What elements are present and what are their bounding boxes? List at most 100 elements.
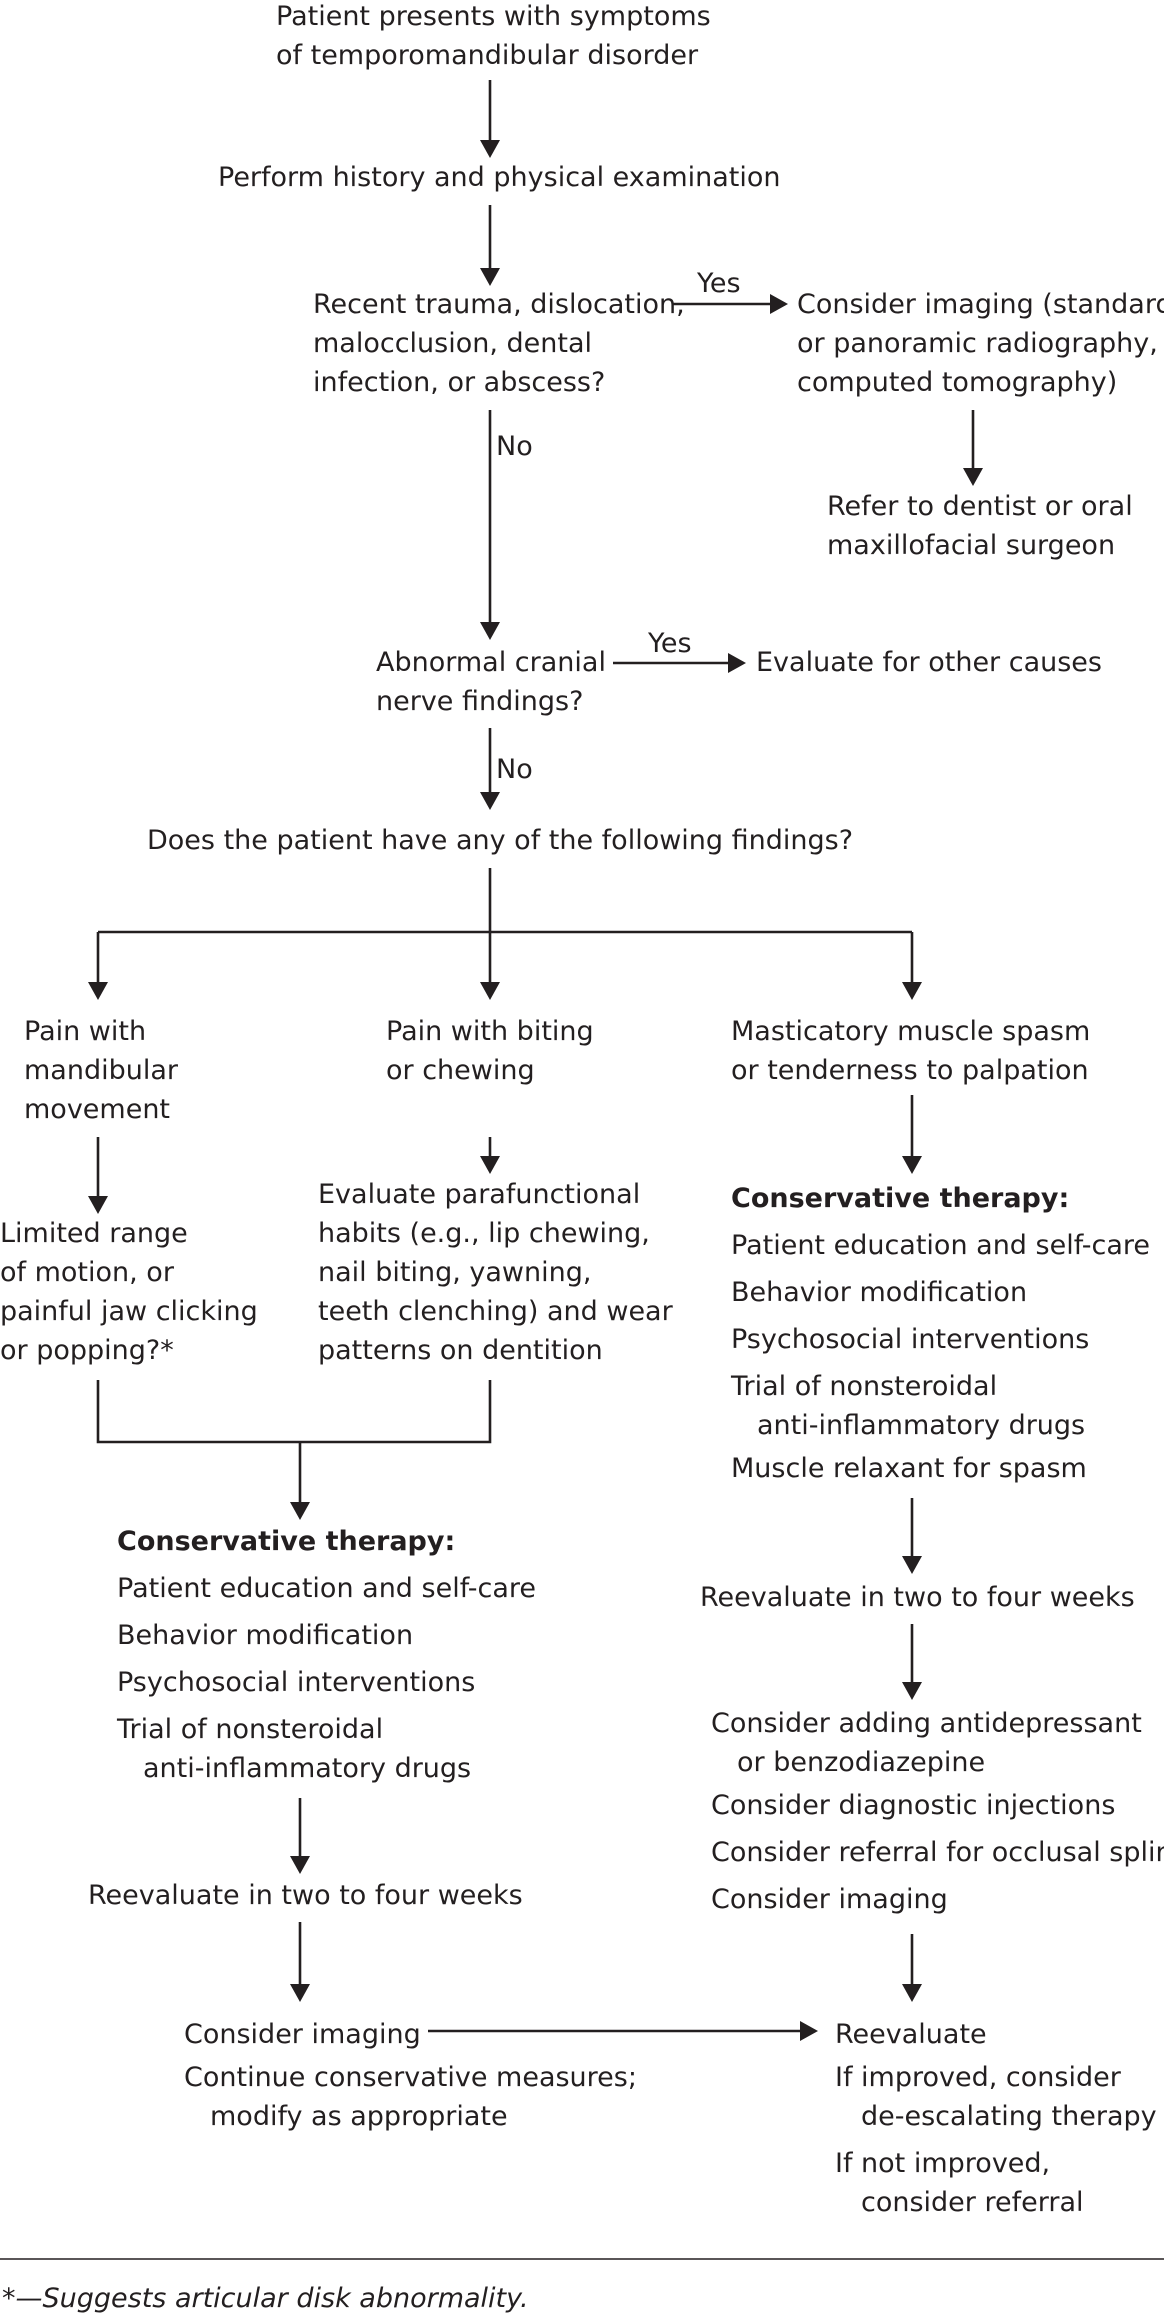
reevaluate-final-item-3a: If not improved, [835,2148,1051,2179]
consider-adding-item-1b: or benzodiazepine [737,1747,986,1778]
conservative-left-heading: Conservative therapy: [117,1526,456,1557]
arrowhead [902,1682,922,1700]
trauma-line-3: infection, or abscess? [313,367,606,398]
history-node: Perform history and physical examination [218,162,781,193]
refer-line-1: Refer to dentist or oral [827,491,1133,522]
limited-line-4: or popping?* [0,1335,174,1366]
reevaluate-final-item-2a: If improved, consider [835,2062,1121,2093]
arrowhead [728,653,746,673]
limited-range-node: Limited range of motion, or painful jaw … [0,1214,258,1370]
arrowhead [902,982,922,1000]
connector-merge [96,1380,492,1444]
reevaluate-final-item-2b: de-escalating therapy [861,2101,1157,2132]
conservative-right-heading: Conservative therapy: [731,1183,1070,1214]
conservative-left-item-1: Patient education and self-care [117,1573,536,1604]
conservative-left-node: Conservative therapy: Patient education … [117,1518,536,1788]
branch-middle-node: Pain with biting or chewing [386,1012,594,1090]
arrowhead [480,140,500,158]
imaging-line-3: computed tomography) [797,367,1118,398]
para-line-4: teeth clenching) and wear [318,1296,673,1327]
start-line-1: Patient presents with symptoms [276,1,711,32]
arrowhead [480,792,500,810]
reevaluate-final-item-1: Reevaluate [835,2019,987,2050]
start-line-2: of temporomandibular disorder [276,40,699,71]
yes-label-trauma: Yes [697,268,741,299]
arrowhead [290,1856,310,1874]
reevaluate-final-node: Reevaluate If improved, consider de-esca… [835,2011,1157,2222]
branch-left-line-3: movement [24,1094,171,1125]
footnote: *—Suggests articular disk abnormality. [2,2283,529,2314]
limited-line-2: of motion, or [0,1257,174,1288]
conservative-right-item-2: Behavior modification [731,1277,1028,1308]
arrowhead [290,1502,310,1520]
para-line-2: habits (e.g., lip chewing, [318,1218,650,1249]
arrowhead [480,622,500,640]
cranial-line-1: Abnormal cranial [376,647,606,678]
arrowhead [963,468,983,486]
para-line-3: nail biting, yawning, [318,1257,592,1288]
branch-right-node: Masticatory muscle spasm or tenderness t… [731,1012,1090,1090]
yes-label-cranial: Yes [648,628,692,659]
imaging-node: Consider imaging (standard or panoramic … [797,285,1164,402]
arrowhead [88,1196,108,1214]
consider-adding-node: Consider adding antidepressant or benzod… [711,1704,1164,1923]
branch-right-line-1: Masticatory muscle spasm [731,1016,1091,1047]
conservative-right-item-1: Patient education and self-care [731,1230,1150,1261]
consider-adding-item-1a: Consider adding antidepressant [711,1708,1142,1739]
parafunctional-node: Evaluate parafunctional habits (e.g., li… [318,1175,673,1370]
consider-imaging-left-node: Consider imaging Continue conservative m… [184,2011,637,2136]
branch-right-line-2: or tenderness to palpation [731,1055,1089,1086]
branch-left-line-2: mandibular [24,1055,178,1086]
conservative-left-item-4b: anti-inflammatory drugs [143,1753,472,1784]
branch-left-line-1: Pain with [24,1016,147,1047]
conservative-right-item-4b: anti-inflammatory drugs [757,1410,1086,1441]
branch-middle-line-2: or chewing [386,1055,535,1086]
conservative-right-node: Conservative therapy: Patient education … [731,1175,1150,1492]
consider-adding-item-4: Consider imaging [711,1884,948,1915]
reevaluate-left-node: Reevaluate in two to four weeks [88,1880,523,1911]
reevaluate-final-item-3b: consider referral [861,2187,1084,2218]
consider-imaging-left-item-1: Consider imaging [184,2019,421,2050]
findings-question-node: Does the patient have any of the followi… [147,825,854,856]
conservative-left-item-3: Psychosocial interventions [117,1667,476,1698]
conservative-right-item-4a: Trial of nonsteroidal [731,1371,998,1402]
other-causes-node: Evaluate for other causes [756,647,1102,678]
conservative-right-item-5: Muscle relaxant for spasm [731,1453,1087,1484]
para-line-1: Evaluate parafunctional [318,1179,641,1210]
arrowhead [902,1984,922,2002]
refer-node: Refer to dentist or oral maxillofacial s… [827,487,1133,565]
consider-adding-item-2: Consider diagnostic injections [711,1790,1116,1821]
no-label-cranial: No [496,754,533,785]
arrowhead [88,982,108,1000]
consider-imaging-left-item-2a: Continue conservative measures; [184,2062,637,2093]
start-node: Patient presents with symptoms of tempor… [276,0,711,75]
arrowhead [902,1156,922,1174]
imaging-line-2: or panoramic radiography, [797,328,1158,359]
arrowhead [290,1984,310,2002]
arrowhead [480,268,500,286]
trauma-line-1: Recent trauma, dislocation, [313,289,685,320]
consider-adding-item-3: Consider referral for occlusal splint [711,1837,1164,1868]
arrowhead [480,1156,500,1174]
trauma-question-node: Recent trauma, dislocation, malocclusion… [313,285,685,402]
cranial-question-node: Abnormal cranial nerve findings? [376,643,606,721]
reevaluate-right-node: Reevaluate in two to four weeks [700,1582,1135,1613]
limited-line-1: Limited range [0,1218,188,1249]
arrowhead [480,982,500,1000]
arrowhead [800,2021,818,2041]
no-label-trauma: No [496,431,533,462]
para-line-5: patterns on dentition [318,1335,603,1366]
cranial-line-2: nerve findings? [376,686,584,717]
conservative-left-item-4a: Trial of nonsteroidal [117,1714,384,1745]
limited-line-3: painful jaw clicking [0,1296,258,1327]
imaging-line-1: Consider imaging (standard [797,289,1164,320]
refer-line-2: maxillofacial surgeon [827,530,1116,561]
conservative-right-item-3: Psychosocial interventions [731,1324,1090,1355]
arrowhead [902,1556,922,1574]
branch-left-node: Pain with mandibular movement [24,1012,178,1129]
consider-imaging-left-item-2b: modify as appropriate [210,2101,508,2132]
arrowhead [770,294,788,314]
branch-middle-line-1: Pain with biting [386,1016,594,1047]
conservative-left-item-2: Behavior modification [117,1620,414,1651]
